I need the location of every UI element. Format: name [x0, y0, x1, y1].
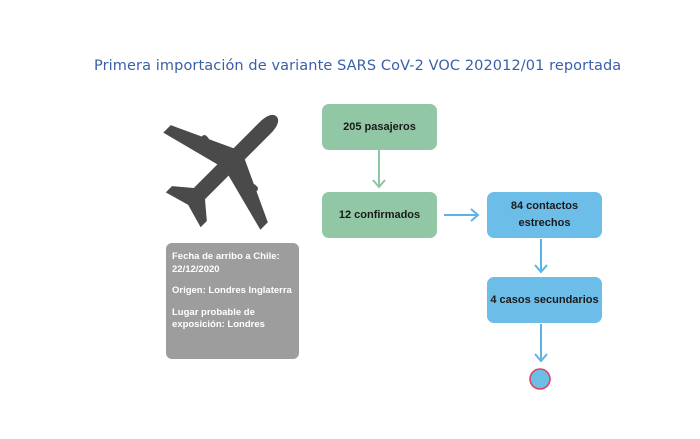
contactos-box: 84 contactos estrechos	[487, 192, 602, 238]
exposure-text: Lugar probable de exposición: Londres	[172, 306, 265, 331]
diagram-title: Primera importación de variante SARS CoV…	[94, 58, 622, 74]
arrow-pasajeros-confirmados	[372, 150, 386, 189]
arrow-confirmados-contactos	[444, 208, 480, 222]
secundarios-label: 4 casos secundarios	[490, 293, 599, 306]
arrow-contactos-secundarios	[534, 239, 548, 274]
confirmados-label: 12 confirmados	[338, 208, 421, 221]
flight-info-box: Fecha de arribo a Chile: 22/12/2020 Orig…	[166, 243, 299, 359]
pasajeros-label: 205 pasajeros	[343, 120, 416, 133]
origin-text: Origen: Londres Inglaterra	[172, 285, 292, 296]
confirmados-box: 12 confirmados	[322, 192, 437, 238]
secundarios-box: 4 casos secundarios	[487, 277, 602, 323]
contactos-label: 84 contactos estrechos	[510, 200, 579, 229]
airplane-icon	[163, 114, 279, 230]
arrival-date-text: Fecha de arribo a Chile: 22/12/2020	[172, 251, 280, 275]
end-node	[529, 368, 551, 390]
arrow-secundarios-end	[534, 324, 548, 363]
pasajeros-box: 205 pasajeros	[322, 104, 437, 150]
